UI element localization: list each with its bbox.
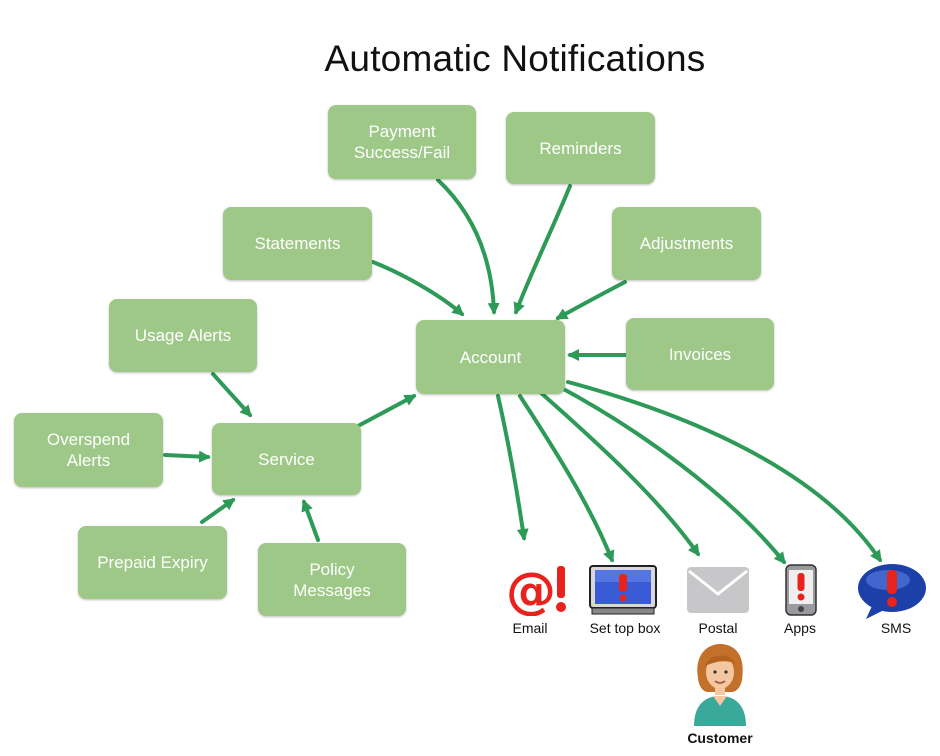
customer-avatar-icon [694,644,746,726]
node-service-label: Service [258,449,315,469]
node-account-label: Account [459,347,522,367]
sms-icon [858,564,926,619]
node-usage-alerts: Usage Alerts [109,299,257,372]
node-policy-line2: Messages [293,580,371,600]
node-statements: Statements [223,207,372,280]
node-account: Account [416,320,565,394]
svg-text:@: @ [506,562,556,616]
channel-label-sms: SMS [880,620,912,636]
node-invoices: Invoices [626,318,774,390]
node-usage-alerts-label: Usage Alerts [134,326,232,345]
edge-account-postal [538,390,700,557]
edge-account-apps [556,384,786,565]
edge-usage-service [211,372,253,418]
edge-account-settop [518,394,615,563]
node-prepaid-expiry: Prepaid Expiry [78,526,227,599]
channel-label-email: Email [512,620,548,636]
edge-statements-account [371,260,465,316]
node-policy-line1: Policy [309,559,355,579]
node-prepaid-expiry-label: Prepaid Expiry [97,553,208,572]
node-payment-line1: Payment [368,122,436,141]
channel-label-apps: Apps [784,620,816,636]
diagram-title: Automatic Notifications [324,38,706,79]
edge-account-sms [566,380,882,563]
node-reminders-label: Reminders [539,138,622,158]
apps-icon [785,564,817,616]
node-reminders: Reminders [506,112,655,184]
edge-adjustments-account [555,280,627,320]
edge-policy-service [301,499,320,542]
node-adjustments-label: Adjustments [639,234,734,253]
customer-label: Customer [687,730,753,746]
node-statements-label: Statements [254,234,341,253]
node-overspend-line2: Alerts [66,451,111,470]
node-overspend-line1: Overspend [46,430,131,449]
node-payment-line2: Success/Fail [353,143,451,162]
node-invoices-label: Invoices [668,344,732,364]
postal-icon [687,567,749,613]
edge-account-email [496,394,529,541]
node-adjustments: Adjustments [612,207,761,280]
edge-overspend-service [163,450,211,463]
edge-payment-account [436,178,500,315]
edge-prepaid-service [200,498,236,524]
node-service: Service [212,423,361,495]
edge-reminders-account [513,184,572,315]
set-top-box-icon [589,565,657,615]
edge-service-account [356,394,417,428]
channel-label-postal: Postal [698,620,738,636]
email-icon: @ [506,562,566,616]
channel-label-settop: Set top box [589,620,661,636]
